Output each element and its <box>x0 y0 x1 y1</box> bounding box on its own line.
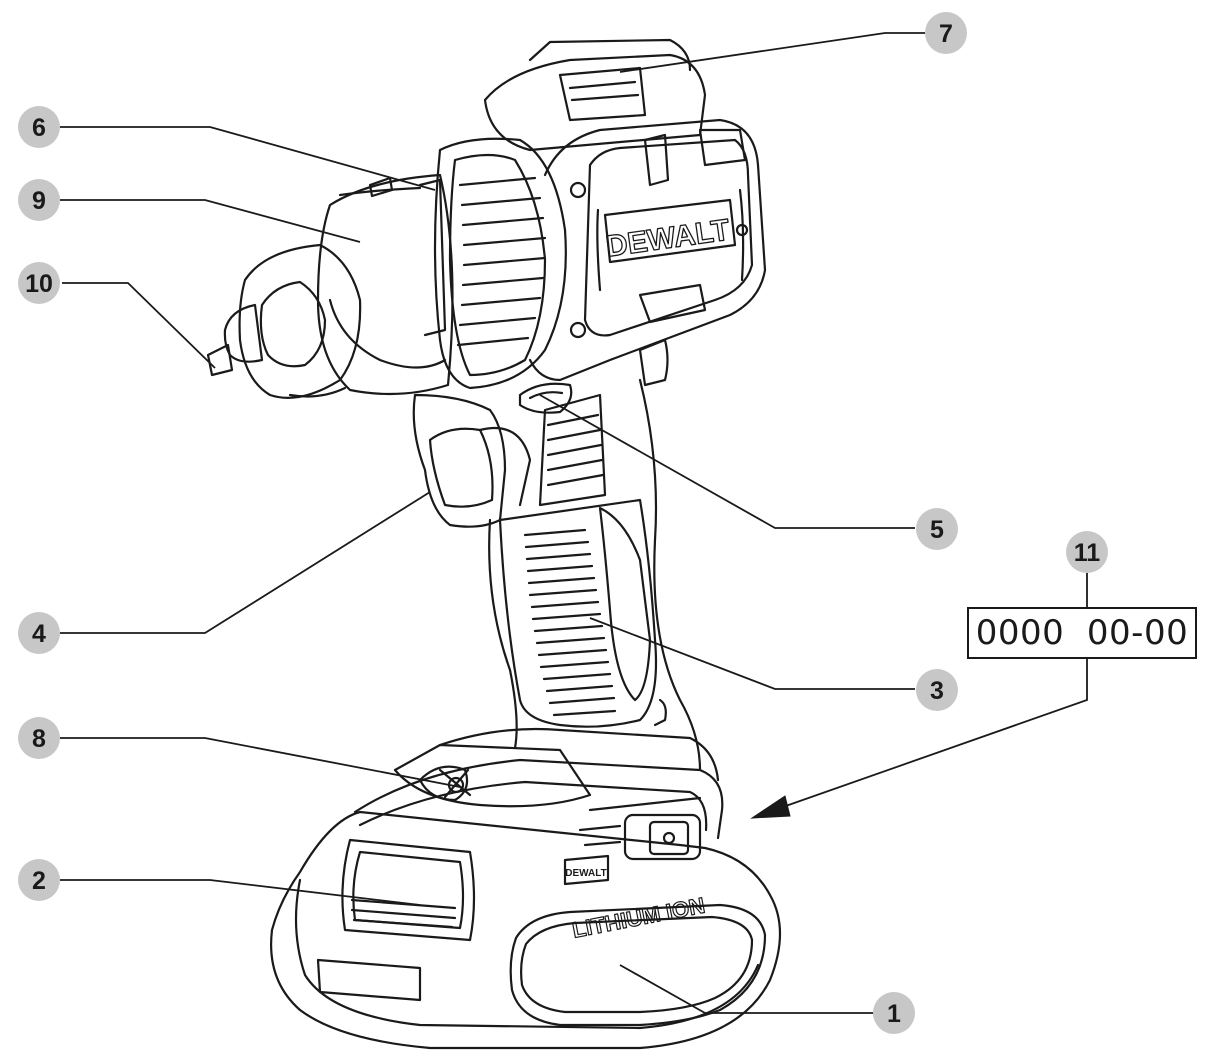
clutch-collar <box>433 137 567 390</box>
callout-2: 2 <box>18 859 60 901</box>
svg-text:9: 9 <box>32 187 46 215</box>
leader-line-3 <box>589 617 915 690</box>
reverse-button <box>518 382 573 414</box>
callout-5: 5 <box>916 508 958 550</box>
svg-text:10: 10 <box>25 270 53 298</box>
leader-line-9 <box>60 199 361 243</box>
callout-9: 9 <box>18 179 60 221</box>
callout-1: 1 <box>873 992 915 1034</box>
battery-brand-label: DEWALT <box>565 868 606 879</box>
callout-10: 10 <box>18 262 60 304</box>
chuck-sleeve <box>316 173 454 396</box>
arrowhead-11 <box>750 795 791 819</box>
svg-text:4: 4 <box>32 620 46 648</box>
leader-line-1 <box>619 964 890 1014</box>
grip-handle <box>488 378 702 772</box>
svg-text:8: 8 <box>32 725 46 753</box>
callout-8: 8 <box>18 717 60 759</box>
leader-line-7 <box>619 32 925 73</box>
drill-illustration: DEWALT LITHIUM ION <box>206 38 782 1050</box>
svg-text:5: 5 <box>930 516 944 544</box>
chuck-nose <box>206 243 362 399</box>
leader-line-11 <box>779 659 1088 809</box>
leader-line-4 <box>60 491 431 634</box>
battery-label: LITHIUM ION <box>570 893 707 943</box>
callout-11: 11 <box>1066 531 1108 573</box>
svg-text:6: 6 <box>32 114 46 142</box>
leader-line-2 <box>60 879 421 906</box>
battery-pack: DEWALT LITHIUM ION <box>270 758 782 1050</box>
leader-line-5 <box>539 394 915 529</box>
callout-markers: 1 2 3 4 5 6 7 8 <box>18 12 1108 1034</box>
svg-text:3: 3 <box>930 677 944 705</box>
trigger <box>412 393 532 528</box>
date-code-box: 0000 00-00 <box>967 607 1197 659</box>
brand-label: DEWALT <box>604 214 732 264</box>
svg-text:7: 7 <box>939 20 953 48</box>
callout-6: 6 <box>18 106 60 148</box>
svg-text:11: 11 <box>1074 539 1101 567</box>
callout-4: 4 <box>18 612 60 654</box>
belt-clip <box>638 338 669 727</box>
leader-line-6 <box>60 126 436 191</box>
svg-text:1: 1 <box>887 1000 901 1028</box>
leader-line-10 <box>62 282 216 369</box>
leader-lines <box>60 32 1088 1014</box>
callout-3: 3 <box>916 669 958 711</box>
svg-text:2: 2 <box>32 867 46 895</box>
callout-7: 7 <box>925 12 967 54</box>
leader-line-8 <box>60 737 461 788</box>
speed-selector <box>483 38 707 152</box>
